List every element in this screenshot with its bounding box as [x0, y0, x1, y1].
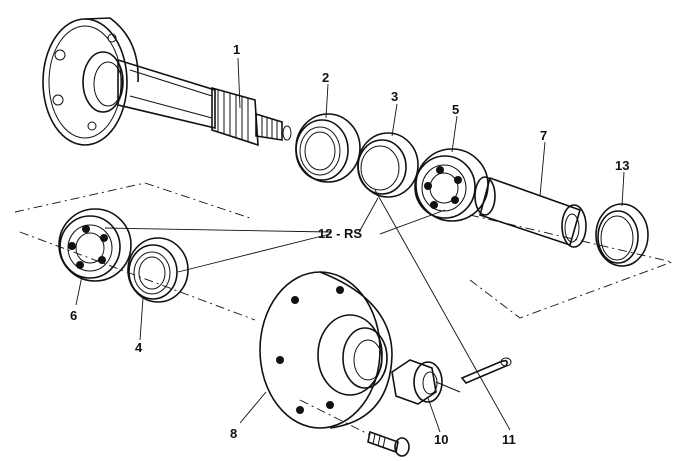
label-part-11: 11 — [502, 432, 516, 447]
label-part-5: 5 — [452, 102, 459, 117]
leader-lines — [75, 57, 625, 433]
reference-plane-left — [14, 182, 251, 219]
bearing-5 — [414, 148, 489, 222]
seal-ring-4 — [127, 237, 189, 303]
label-part-10: 10 — [434, 432, 448, 447]
reference-plane-right — [469, 261, 673, 319]
wheel-bolt — [299, 399, 410, 457]
wheel-hub-8 — [259, 271, 393, 429]
label-part-13: 13 — [615, 158, 629, 173]
cotter-pin-11 — [460, 357, 512, 384]
label-part-7: 7 — [540, 128, 547, 143]
label-part-6: 6 — [70, 308, 77, 323]
ring-13 — [595, 203, 649, 267]
center-axis — [19, 231, 256, 321]
label-part-2: 2 — [322, 70, 329, 85]
sleeve-7 — [474, 176, 587, 248]
center-axis-right — [469, 214, 673, 263]
bearing-6 — [58, 208, 132, 282]
label-part-3: 3 — [391, 89, 398, 104]
castle-nut-10 — [391, 359, 461, 405]
label-part-1: 1 — [233, 42, 240, 57]
seal-ring-2 — [295, 113, 361, 183]
label-part-12-rs: 12 - RS — [318, 226, 362, 241]
label-part-4: 4 — [135, 340, 143, 355]
spacer-ring-3 — [357, 132, 419, 198]
label-part-8: 8 — [230, 426, 237, 441]
axle-shaft-flange — [42, 17, 292, 147]
